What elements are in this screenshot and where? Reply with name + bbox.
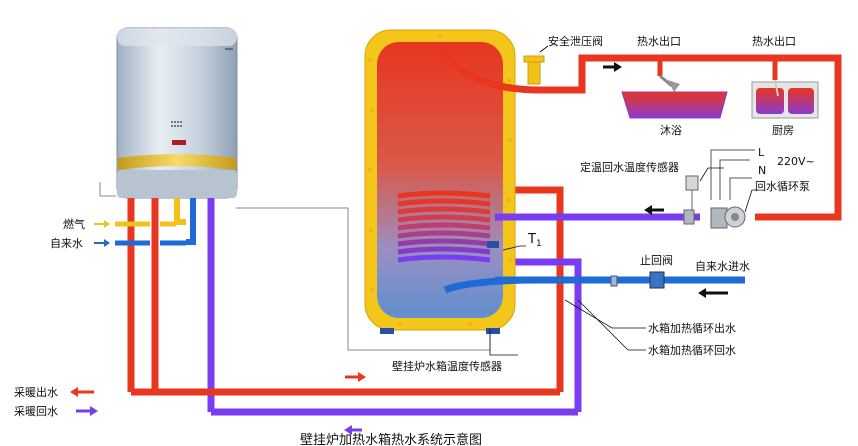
- heating-return-label: 采暖回水: [14, 405, 58, 418]
- hot-water-distribution: [495, 54, 842, 221]
- hot-water-tank: [364, 29, 541, 334]
- tap-water-arrow-icon: [104, 239, 110, 247]
- valve-icon: [683, 209, 695, 225]
- kitchen-sink: [751, 79, 819, 119]
- heating-coil: [397, 190, 491, 263]
- insulation-texture: [368, 34, 512, 326]
- N-label: N: [758, 164, 766, 177]
- gas-inlet-stub: [94, 220, 176, 228]
- heating-return-arrow-icon: [90, 406, 98, 416]
- boiler-indicator-dots: [171, 121, 182, 127]
- heating-out-label: 采暖出水: [14, 385, 58, 399]
- flow-arrow-icon: [358, 372, 366, 382]
- mains-inlet-label: 自来水进水: [695, 260, 750, 273]
- pump-wiring: [710, 149, 755, 200]
- return-pump-label: 回水循环泵: [755, 180, 810, 193]
- boiler-logo-mark: [225, 48, 233, 50]
- gas-label: 燃气: [63, 217, 85, 231]
- t1-label: T1: [527, 232, 542, 249]
- wall-boiler: [116, 27, 238, 199]
- voltage-label: 220V~: [777, 155, 815, 168]
- gas-arrow-icon: [104, 220, 110, 228]
- check-valve-icon: [649, 271, 665, 289]
- L-label: L: [758, 146, 765, 159]
- tank-heat-return-label: 水箱加热循环回水: [648, 343, 736, 357]
- flow-arrow-icon: [644, 205, 652, 215]
- t1-sensor-probe: [487, 241, 499, 248]
- safety-valve: [523, 45, 549, 85]
- return-temp-sensor-label: 定温回水温度传感器: [580, 160, 679, 174]
- heating-out-arrow-icon: [70, 387, 78, 397]
- boiler-gold-band: [118, 154, 236, 170]
- check-valve-label: 止回阀: [640, 253, 673, 267]
- boiler-pipes: [127, 198, 215, 412]
- safety-valve-label: 安全泄压阀: [548, 34, 603, 48]
- bathtub: [621, 91, 728, 119]
- return-pump: [683, 149, 755, 229]
- shower-icon: [659, 74, 680, 92]
- tap-water-inlet-stub: [94, 239, 186, 247]
- faucet-icon: [774, 79, 779, 97]
- coil-supply-lines: [495, 186, 582, 412]
- flow-arrow-icon: [344, 425, 352, 435]
- return-temp-sensor-box: [685, 175, 699, 191]
- bath-label: 沐浴: [660, 124, 682, 137]
- boiler-tank-sensor-label: 壁挂炉水箱温度传感器: [392, 359, 502, 373]
- diagram-caption: 壁挂炉加热水箱热水系统示意图: [300, 432, 482, 446]
- flow-arrow-icon: [614, 62, 622, 72]
- tap-water-label: 自来水: [50, 237, 83, 250]
- t1-subscript: 1: [536, 239, 542, 249]
- t1-letter: T: [527, 232, 536, 247]
- leader-lines: [489, 167, 758, 356]
- boiler-display: [172, 140, 186, 145]
- flow-arrow-icon: [698, 288, 706, 298]
- hot-out-label-2: 热水出口: [752, 34, 796, 48]
- hot-out-label-1: 热水出口: [637, 34, 681, 48]
- cold-water-inlet: [495, 271, 745, 298]
- tank-heat-out-label: 水箱加热循环出水: [648, 321, 736, 335]
- heating-mains: [70, 372, 578, 435]
- kitchen-label: 厨房: [772, 124, 794, 137]
